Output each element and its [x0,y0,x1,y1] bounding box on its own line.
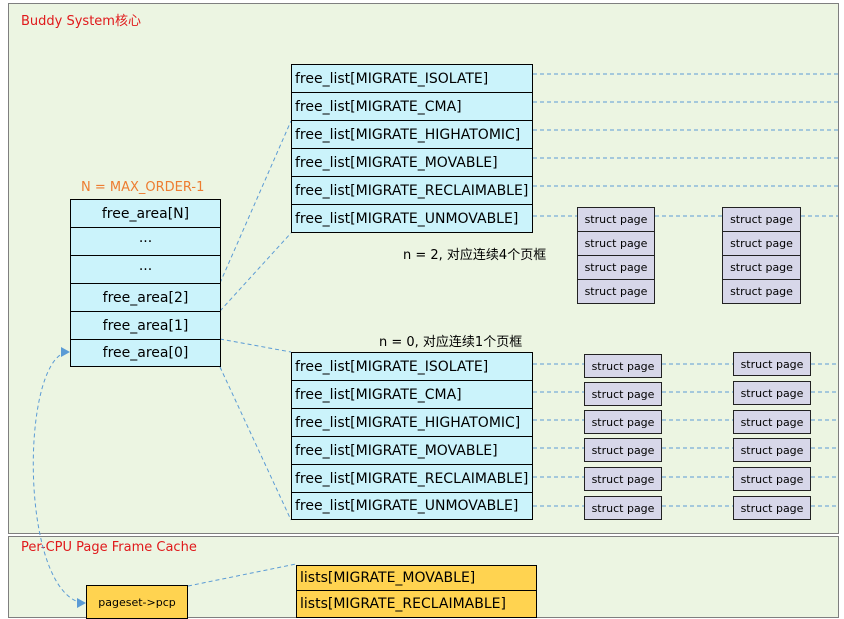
struct-page: struct page [733,467,811,491]
buddy-system-title: Buddy System核心 [21,14,141,29]
struct-page: struct page [733,381,811,405]
struct-page: struct page [722,231,801,256]
free-list-cma: free_list[MIGRATE_CMA] [291,380,533,409]
free-area-row-2: free_area[2] [70,283,221,312]
pcp-list-movable: lists[MIGRATE_MOVABLE] [296,565,537,591]
struct-page: struct page [577,255,655,280]
struct-page: struct page [584,438,662,462]
free-list-movable: free_list[MIGRATE_MOVABLE] [291,436,533,465]
struct-page: struct page [733,352,811,376]
free-list-isolate: free_list[MIGRATE_ISOLATE] [291,352,533,381]
pcp-list-reclaimable: lists[MIGRATE_RECLAIMABLE] [296,590,537,618]
free-list-cma: free_list[MIGRATE_CMA] [291,92,533,121]
free-area-row-n: free_area[N] [70,199,221,228]
struct-page: struct page [577,279,655,304]
free-list-unmovable: free_list[MIGRATE_UNMOVABLE] [291,492,533,520]
struct-page: struct page [584,467,662,491]
order-label: N = MAX_ORDER-1 [81,180,205,195]
struct-page: struct page [577,207,655,232]
struct-page: struct page [722,255,801,280]
free-list-unmovable: free_list[MIGRATE_UNMOVABLE] [291,204,533,233]
struct-page: struct page [584,354,662,378]
struct-page: struct page [733,496,811,520]
free-list-highatomic: free_list[MIGRATE_HIGHATOMIC] [291,408,533,437]
struct-page: struct page [584,496,662,520]
struct-page: struct page [722,279,801,304]
free-area-row-1: free_area[1] [70,311,221,340]
free-list-isolate: free_list[MIGRATE_ISOLATE] [291,64,533,93]
lower-caption: n = 0, 对应连续1个页框 [379,335,523,350]
pcp-title: Per-CPU Page Frame Cache [21,540,197,555]
struct-page: struct page [584,410,662,434]
free-list-reclaimable: free_list[MIGRATE_RECLAIMABLE] [291,176,533,205]
free-list-highatomic: free_list[MIGRATE_HIGHATOMIC] [291,120,533,149]
free-area-row-ellipsis: ··· [70,227,221,256]
struct-page: struct page [584,382,662,406]
free-list-movable: free_list[MIGRATE_MOVABLE] [291,148,533,177]
upper-caption: n = 2, 对应连续4个页框 [403,248,547,263]
free-area-row-ellipsis: ··· [70,255,221,284]
struct-page: struct page [722,207,801,232]
struct-page: struct page [577,231,655,256]
free-list-reclaimable: free_list[MIGRATE_RECLAIMABLE] [291,464,533,493]
free-area-row-0: free_area[0] [70,339,221,367]
struct-page: struct page [733,410,811,434]
struct-page: struct page [733,438,811,462]
